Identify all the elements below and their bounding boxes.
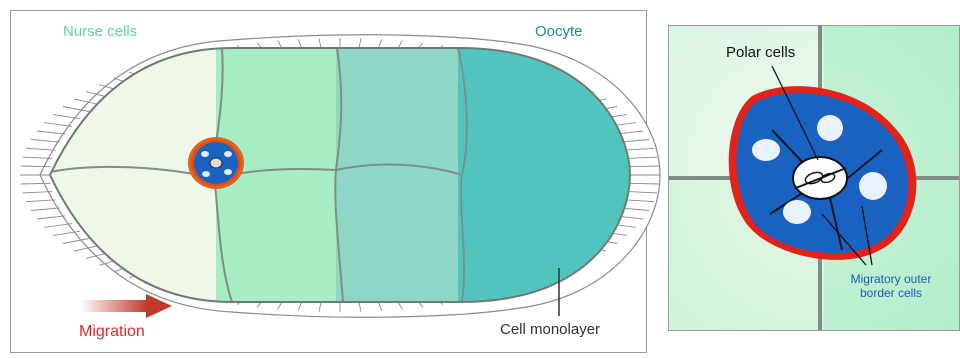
oocyte-label: Oocyte bbox=[535, 24, 583, 39]
monolayer-tick bbox=[26, 200, 55, 202]
monolayer-tick bbox=[26, 148, 55, 150]
monolayer-tick bbox=[31, 140, 60, 143]
nurse-cells-label: Nurse cells bbox=[63, 24, 137, 39]
border-cells-label: Migratory outer border cells bbox=[836, 273, 946, 301]
monolayer-tick bbox=[44, 123, 72, 127]
migration-label: Migration bbox=[79, 324, 145, 340]
cell-monolayer-label: Cell monolayer bbox=[500, 322, 600, 337]
polar-cells bbox=[793, 157, 847, 199]
border-cell-cluster bbox=[188, 137, 244, 189]
migration-arrow-icon bbox=[80, 294, 172, 318]
oocyte-cell bbox=[458, 40, 648, 310]
nurse-cell-posterior bbox=[336, 40, 462, 310]
polar-cells-label: Polar cells bbox=[726, 45, 795, 60]
monolayer-tick bbox=[31, 208, 60, 211]
monolayer-tick bbox=[37, 216, 65, 219]
monolayer-tick bbox=[44, 224, 72, 228]
monolayer-tick bbox=[37, 131, 65, 134]
